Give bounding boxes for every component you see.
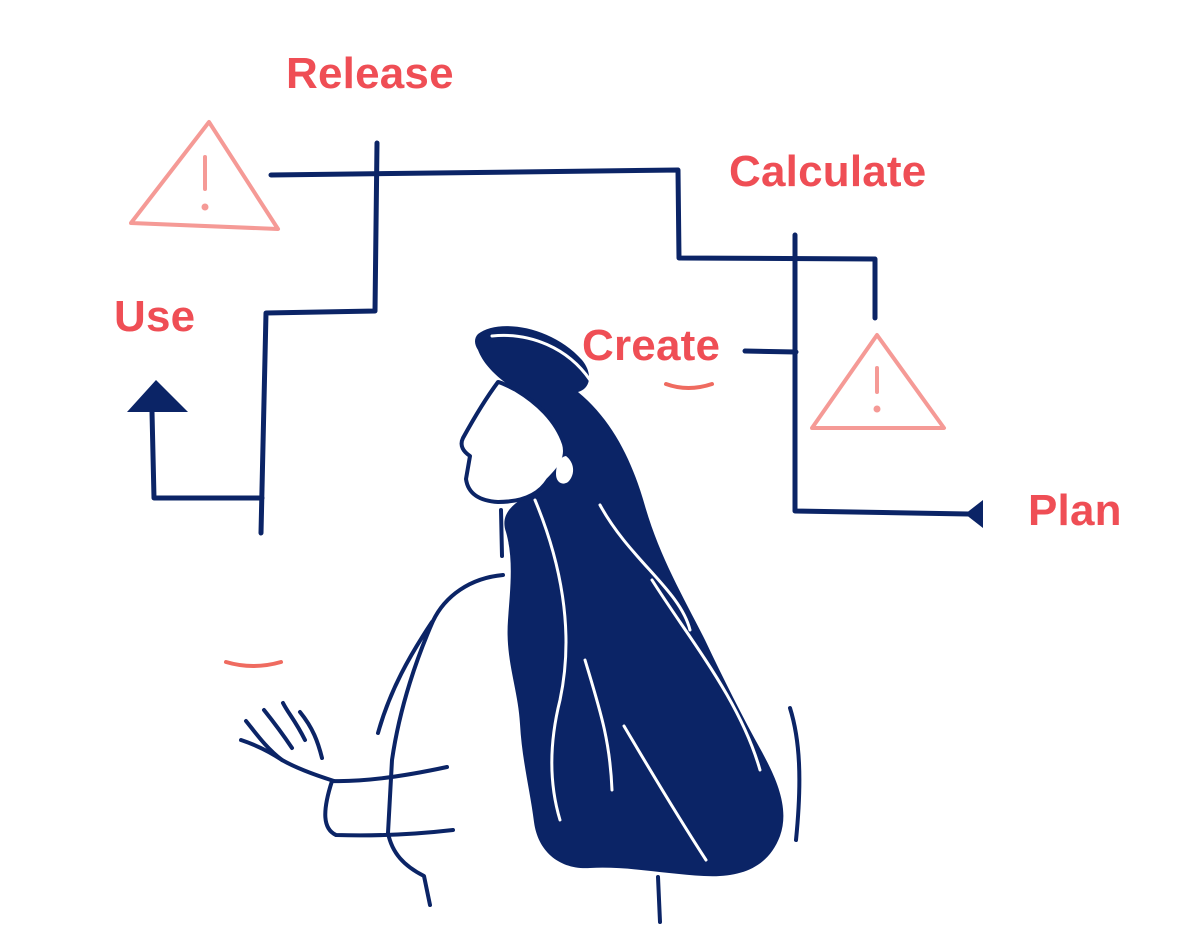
sleeve-inner — [376, 620, 434, 735]
hair-highlights — [490, 333, 762, 862]
path-main-route — [258, 140, 380, 536]
label-calculate: Calculate — [729, 147, 927, 196]
path-use-up — [149, 409, 265, 501]
label-plan: Plan — [1028, 486, 1122, 535]
sweater-arm — [323, 765, 455, 838]
ear — [556, 456, 574, 484]
leg-line — [656, 875, 662, 924]
path-top-route — [268, 167, 878, 321]
path-right-route — [792, 232, 971, 517]
maze-lines — [149, 140, 971, 536]
sweater-side — [788, 706, 802, 842]
woman-figure — [239, 326, 802, 924]
coral-arc-accent — [664, 382, 714, 390]
neck — [499, 508, 504, 558]
label-release: Release — [286, 49, 454, 98]
warning-triangle-icon — [810, 333, 946, 430]
path-create-link — [742, 348, 799, 355]
hand — [239, 701, 336, 783]
label-create: Create — [582, 321, 721, 370]
arrow-right-icon — [965, 500, 983, 528]
sweater-outline — [386, 573, 505, 907]
coral-arc-accent — [224, 660, 283, 668]
label-use: Use — [114, 292, 196, 341]
arrow-up-icon — [127, 380, 188, 412]
warning-triangle-icon — [129, 120, 280, 231]
face — [459, 380, 567, 504]
